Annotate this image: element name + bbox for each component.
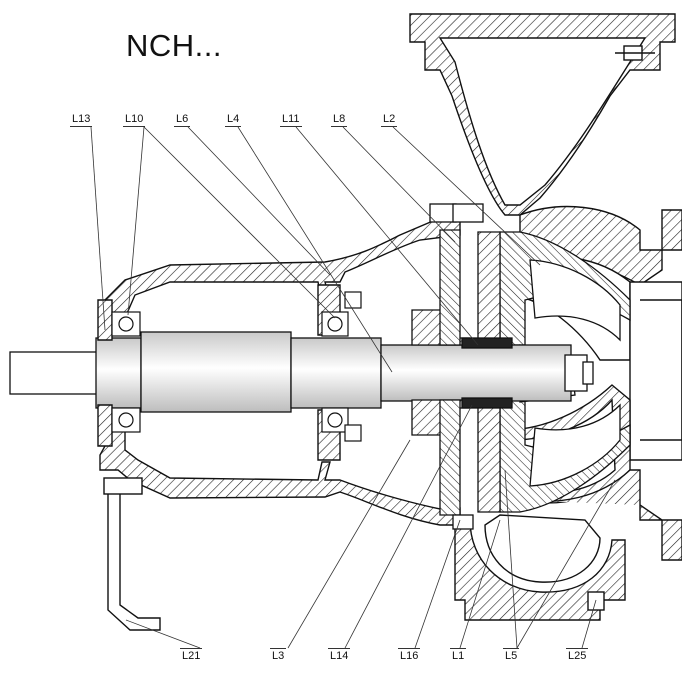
part-label-l2: L2: [381, 113, 398, 127]
part-label-l8: L8: [331, 113, 348, 127]
part-label-l10: L10: [123, 113, 146, 127]
part-label-l6: L6: [174, 113, 191, 127]
part-label-l5: L5: [503, 648, 520, 662]
part-label-l13: L13: [70, 113, 93, 127]
part-label-l11: L11: [280, 113, 302, 127]
lower-volute: [454, 514, 626, 621]
part-label-l25: L25: [566, 648, 589, 662]
leader-lines: [90, 126, 616, 649]
part-label-l1: L1: [450, 648, 467, 662]
bearings: [111, 291, 362, 442]
drawing-title: NCH...: [126, 28, 222, 63]
part-label-l14: L14: [328, 648, 351, 662]
seal-assembly: [411, 203, 513, 530]
part-label-l3: L3: [270, 648, 287, 662]
part-label-l16: L16: [398, 648, 421, 662]
part-label-l4: L4: [225, 113, 242, 127]
part-label-l21: L21: [180, 648, 203, 662]
discharge-nozzle: [409, 13, 676, 216]
support-foot: [103, 477, 161, 631]
